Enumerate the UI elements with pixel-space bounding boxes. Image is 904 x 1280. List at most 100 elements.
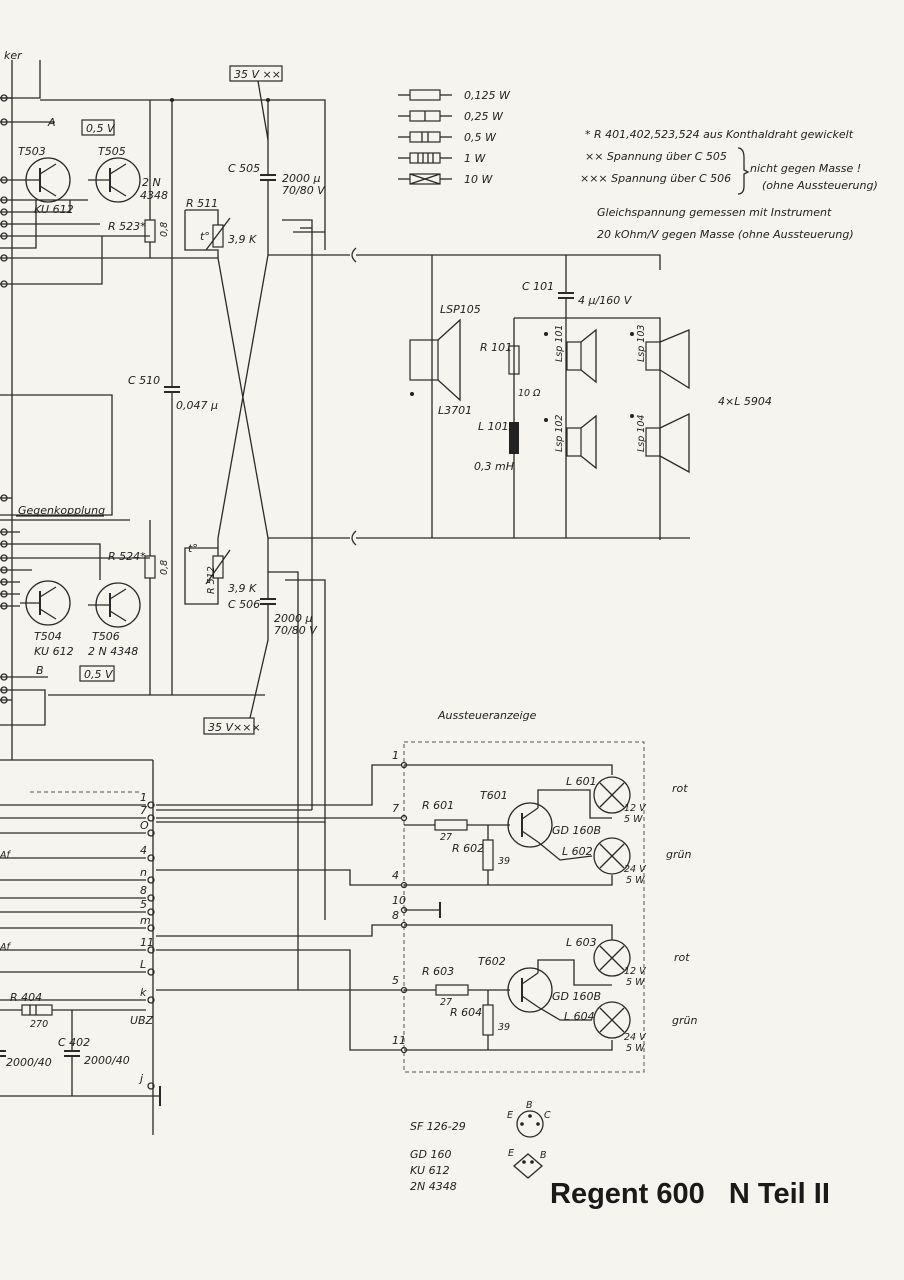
meter-pin-label: 5: [392, 974, 399, 987]
l604-label: L 604: [564, 1010, 595, 1023]
t503-voltage: 0,5 V: [86, 122, 116, 135]
connector-pin-label: L: [140, 958, 146, 971]
terminal: [0, 696, 8, 704]
cross-wire: [217, 254, 269, 539]
wire: [156, 949, 402, 1051]
connector-pin-label: n: [140, 866, 147, 879]
resistor-r602: [482, 839, 494, 871]
left-edge-label: Af: [0, 942, 11, 953]
lamp-l604: [593, 1001, 631, 1039]
speaker-lsp104-cone: [659, 412, 690, 474]
left-edge-label: Af: [0, 850, 11, 861]
terminal: [0, 94, 8, 102]
l603-value2: 5 W: [626, 977, 645, 988]
wire: [282, 219, 313, 810]
resistor-r604: [482, 1004, 494, 1036]
wire: [268, 571, 299, 990]
lsp103-label: Lsp 103: [636, 325, 647, 362]
connector-pin-label: 1: [140, 791, 147, 804]
connector-pin-label: 8: [140, 884, 147, 897]
legend-label: 1 W: [464, 152, 486, 165]
feedback-box: [0, 394, 113, 516]
resistor-r511: [212, 224, 224, 248]
meter-pin-label: 10: [392, 894, 406, 907]
connector-pin-terminal: [147, 908, 155, 916]
pin-dot: [530, 1160, 534, 1164]
terminal: [0, 176, 8, 184]
l602-label: L 602: [562, 845, 593, 858]
t602-type: GD 160B: [552, 990, 601, 1003]
pin-dot: [520, 1122, 524, 1126]
terminal: [0, 566, 8, 574]
transistor-t602: [507, 967, 553, 1013]
speaker-lsp102-body: [566, 427, 582, 457]
pinout-e2: E: [508, 1148, 514, 1159]
terminal: [0, 254, 8, 262]
lsp104-label: Lsp 104: [636, 415, 647, 452]
polarity-dot: [630, 332, 634, 336]
speaker-group-label: 4×L 5904: [718, 395, 772, 408]
pinout-b: B: [526, 1100, 533, 1111]
terminal: [0, 673, 8, 681]
c506-voltage-box: [203, 717, 255, 735]
resistor-r101: [508, 345, 520, 375]
meter-pin-terminal: [400, 814, 408, 822]
t505-label: T505: [98, 145, 126, 158]
l603-label: L 603: [566, 936, 597, 949]
l601-value2: 5 W: [624, 814, 643, 825]
lamp-l603: [593, 939, 631, 977]
corner-label: ker: [4, 49, 23, 62]
meter-pin-label: 8: [392, 909, 399, 922]
l603-value1: 12 V: [624, 966, 647, 977]
connector-pin-terminal: [147, 894, 155, 902]
connector-pin-terminal: [147, 924, 155, 932]
wire: [0, 689, 46, 726]
wire: [257, 80, 269, 141]
connector-pin-label: j: [138, 1072, 144, 1085]
c506-value2: 70/80 V: [274, 624, 318, 637]
wire: [185, 209, 219, 225]
node-a-label: A: [47, 116, 56, 129]
t506-label: T506: [92, 630, 120, 643]
lamp-l601: [593, 776, 631, 814]
r512-label: R 512: [206, 566, 217, 594]
r524-value: 0,8: [159, 560, 170, 575]
t503-voltage-box: [81, 119, 115, 136]
terminal: [0, 578, 8, 586]
r601-value: 27: [440, 832, 452, 843]
r601-label: R 601: [422, 799, 454, 812]
polarity-dot: [630, 414, 634, 418]
t504-voltage-box: [79, 665, 115, 682]
legend-resistor-symbol: [409, 152, 441, 164]
wire: [156, 764, 402, 806]
pinout-b2: B: [540, 1150, 547, 1161]
transistor-t503: [20, 157, 71, 203]
terminal: [0, 118, 8, 126]
resistor-r404: [21, 1004, 53, 1016]
meter-pin-label: 7: [392, 802, 399, 815]
wire: [404, 875, 613, 886]
ubz-label: UBZ: [130, 1014, 154, 1027]
connector-pin-label: 7: [140, 804, 147, 817]
footnote-dc1: Gleichspannung gemessen mit Instrument: [597, 206, 832, 219]
legend-label: 0,125 W: [464, 89, 511, 102]
connector-pin-terminal: [147, 996, 155, 1004]
wire: [514, 317, 661, 540]
wire: [537, 959, 612, 986]
connector-pin-label: O: [140, 819, 149, 832]
connector-pin-terminal: [147, 946, 155, 954]
wire: [537, 1006, 592, 1021]
terminal: [0, 208, 8, 216]
terminal: [0, 590, 8, 598]
power-legend: 0,125 W0,25 W0,5 W1 W10 W: [398, 89, 511, 186]
pinout-gd: GD 160: [410, 1148, 452, 1161]
t504-label: T504: [34, 630, 62, 643]
terminal: [0, 554, 8, 562]
c101-label: C 101: [522, 280, 554, 293]
r404-label: R 404: [10, 991, 42, 1004]
terminal: [0, 232, 8, 240]
t602-label: T602: [478, 955, 506, 968]
connector-pin-terminal: [147, 814, 155, 822]
connector-pin-label: 5: [140, 898, 147, 911]
legend-cross: [409, 173, 441, 185]
